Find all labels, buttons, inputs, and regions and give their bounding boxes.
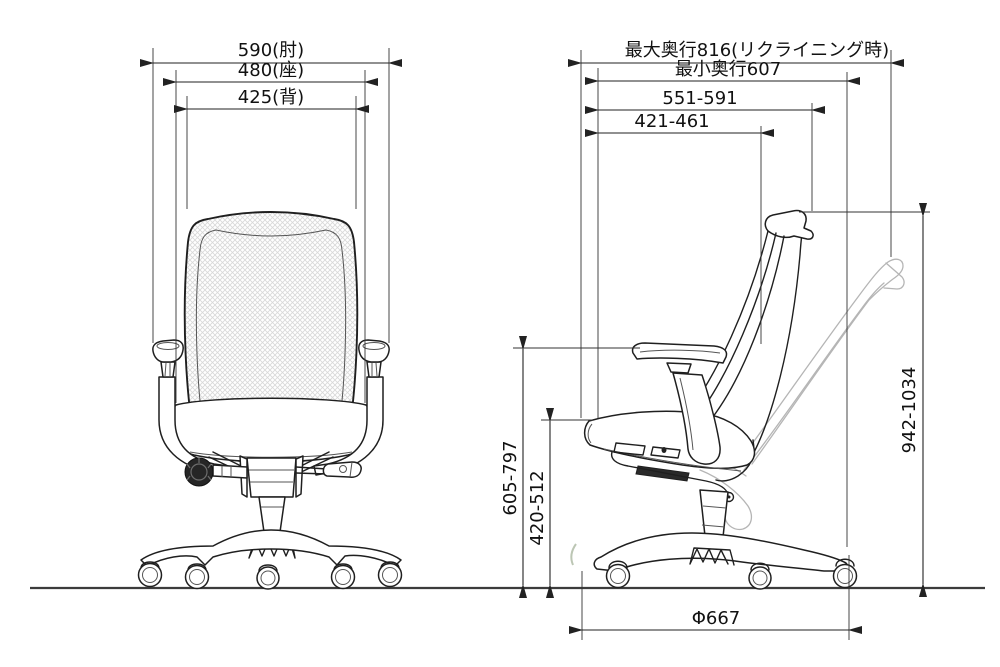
side-dimensions: 最大奥行816(リクライニング時) 最小奥行607 551-591 421-46… (500, 40, 930, 640)
adjustment-knob (184, 457, 248, 487)
right-armrest (313, 339, 390, 476)
dim-label-armrest-height: 605-797 (500, 440, 521, 515)
dim-label-seat-width: 480(座) (238, 60, 304, 81)
dim-label-max-depth: 最大奥行816(リクライニング時) (625, 40, 889, 61)
side-chair-drawing (570, 209, 858, 590)
seat-seam (189, 451, 353, 458)
dim-label-base-diameter: Φ667 (692, 608, 741, 629)
gas-cylinder-side (699, 489, 729, 538)
seat-cushion (168, 397, 374, 463)
dim-label-back-width: 425(背) (238, 87, 304, 108)
side-view: 最大奥行816(リクライニング時) 最小奥行607 551-591 421-46… (500, 40, 930, 640)
five-star-base-front (140, 529, 402, 567)
front-dimensions: 590(肘) 480(座) 425(背) (139, 40, 403, 403)
five-star-base-side (593, 532, 848, 572)
dim-label-seat-height: 420-512 (527, 470, 548, 545)
front-casters (137, 561, 403, 590)
dim-label-min-depth: 最小奥行607 (675, 59, 781, 80)
dim-label-elbow-width: 590(肘) (238, 40, 304, 61)
front-view: 590(肘) 480(座) 425(背) (137, 40, 403, 590)
side-casters (605, 558, 858, 590)
side-armrest (631, 342, 728, 465)
front-chair-drawing (137, 211, 403, 590)
stray-mark (570, 543, 577, 566)
dim-label-total-height: 942-1034 (899, 367, 920, 454)
tilt-lever (295, 461, 362, 478)
dim-label-seat-depth: 421-461 (634, 111, 709, 132)
dim-label-backrest-top-depth: 551-591 (662, 88, 737, 109)
side-seat (583, 410, 756, 503)
